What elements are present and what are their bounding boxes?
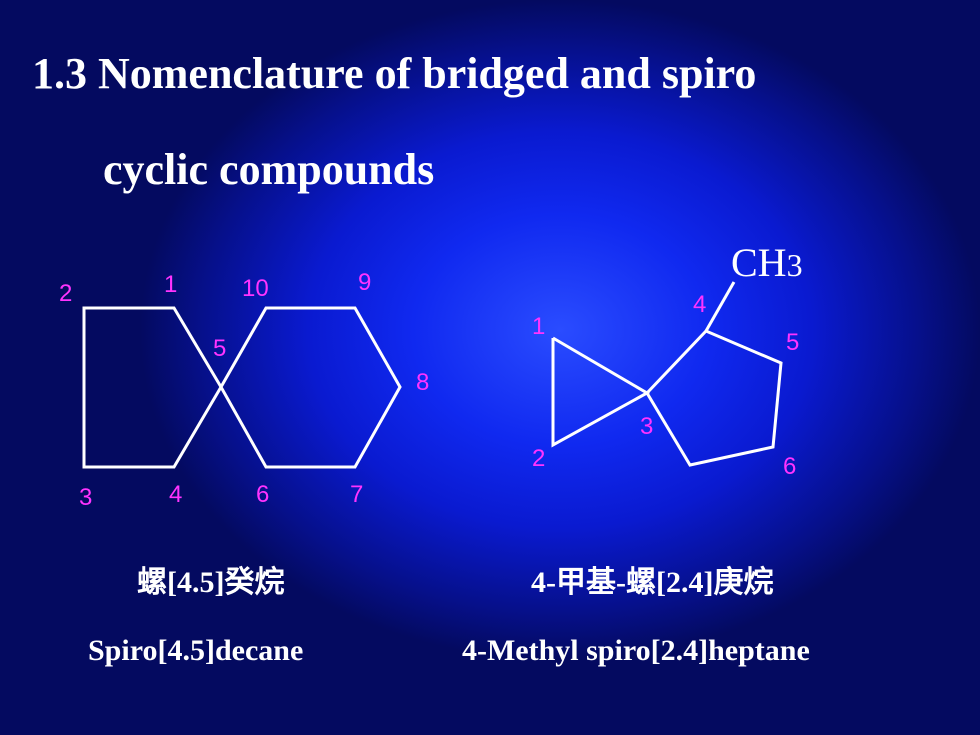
methylspiroheptane-name-cn: 4-甲基-螺[2.4]庚烷 [531,566,774,599]
methylspiroheptane-name-en: 4-Methyl spiro[2.4]heptane [462,634,810,667]
spirodecane-six-ring [219,306,402,469]
spirodecane-label-5: 5 [213,335,226,362]
spirodecane-label-8: 8 [416,369,429,396]
spirodecane-label-9: 9 [358,269,371,296]
spirodecane-label-1: 1 [164,271,177,298]
methylspiroheptane-structure: CH3 1 4 5 3 2 6 [532,240,803,480]
methylspiroheptane-label-2: 2 [532,445,545,472]
methylspiroheptane-five-ring [645,329,783,467]
methyl-group-label: CH3 [731,240,803,285]
spirodecane-label-3: 3 [79,484,92,511]
slide-title-line1: 1.3 Nomenclature of bridged and spiro [32,49,757,98]
methylspiroheptane-label-5: 5 [786,329,799,356]
methyl-bond [704,281,736,332]
spirodecane-name-en: Spiro[4.5]decane [88,634,304,667]
spirodecane-structure: 2 1 10 9 5 8 3 4 6 7 [59,269,429,511]
slide-title-line2: cyclic compounds [103,145,435,194]
methylspiroheptane-label-6: 6 [783,453,796,480]
spirodecane-name-cn: 螺[4.5]癸烷 [137,566,285,599]
spirodecane-label-4: 4 [169,481,182,508]
spirodecane-label-7: 7 [350,481,363,508]
spirodecane-label-10: 10 [242,275,269,302]
spirodecane-label-2: 2 [59,280,72,307]
spirodecane-label-6: 6 [256,481,269,508]
methylspiroheptane-label-4: 4 [693,291,706,318]
methylspiroheptane-label-3: 3 [640,413,653,440]
methylspiroheptane-label-1: 1 [532,313,545,340]
spirodecane-five-ring [82,306,223,469]
methylspiroheptane-three-ring [551,336,651,448]
